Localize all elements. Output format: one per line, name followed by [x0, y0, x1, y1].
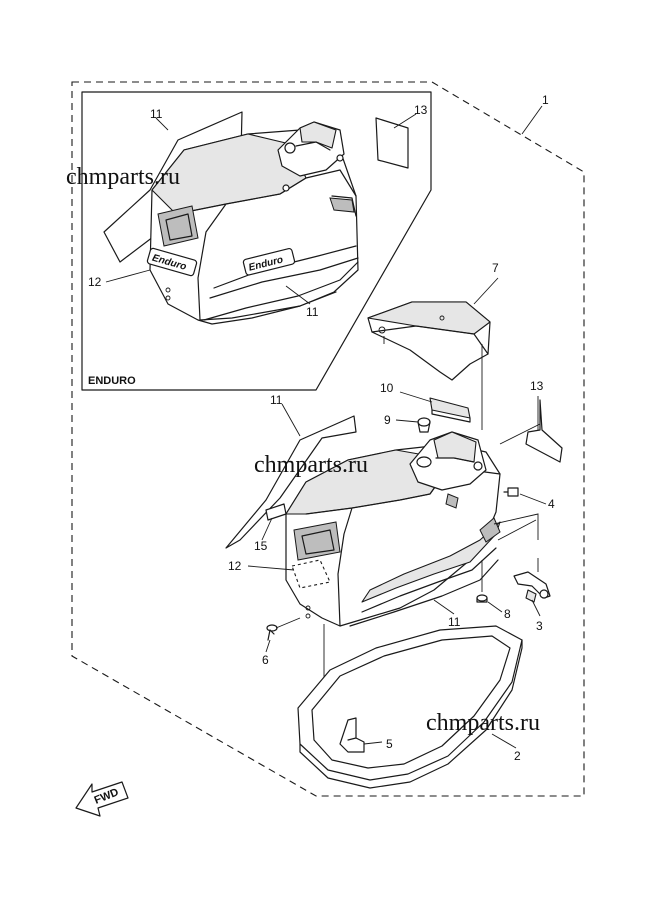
callout-11-main-upper: 11 — [270, 393, 283, 407]
inset-decal-13 — [375, 117, 409, 169]
watermark-middle: chmparts.ru — [254, 452, 368, 478]
leader-3 — [531, 599, 541, 617]
leader-15 — [261, 517, 273, 541]
leader-1 — [521, 105, 543, 135]
leader-10 — [399, 391, 433, 403]
callout-15: 15 — [254, 539, 268, 553]
main-cowl — [285, 431, 501, 627]
inset-cowl — [149, 121, 359, 325]
callout-5: 5 — [386, 737, 393, 751]
part-2-gasket — [297, 625, 523, 789]
leader-6 — [265, 639, 271, 653]
assembly-boundary — [71, 81, 585, 797]
part-10-seal — [429, 397, 471, 423]
callout-10: 10 — [380, 381, 394, 395]
leader-8 — [487, 601, 503, 613]
leader-5 — [363, 741, 383, 745]
inset-leader-11-bottom — [285, 285, 311, 305]
inset-leader-11-top — [155, 117, 169, 131]
leader-11-upper — [281, 403, 301, 437]
callout-7: 7 — [492, 261, 499, 275]
callout-13-main: 13 — [530, 379, 544, 393]
cowl-to-bracket-line — [499, 423, 541, 445]
part-9-grommet — [417, 417, 431, 433]
callout-2: 2 — [514, 749, 521, 763]
part-11-decal-upper — [225, 415, 357, 549]
part-8-nut — [476, 594, 488, 603]
callout-6: 6 — [262, 653, 269, 667]
bracket-guide-lines — [493, 513, 539, 572]
callout-12-inset: 12 — [88, 275, 102, 289]
part-7-hatch — [367, 301, 491, 381]
callout-3: 3 — [536, 619, 543, 633]
inset-leader-12 — [105, 269, 151, 283]
part-4-bolt — [503, 487, 519, 497]
callout-4: 4 — [548, 497, 555, 511]
callout-11-inset-bottom: 11 — [306, 305, 319, 319]
callout-13-inset: 13 — [414, 103, 428, 117]
leader-9 — [395, 419, 419, 423]
callout-1: 1 — [542, 93, 549, 107]
inset-enduro-label: ENDURO — [88, 375, 136, 387]
leader-7 — [473, 277, 499, 305]
inset-badge-side: Enduro — [242, 247, 296, 276]
part-13-decal — [525, 399, 563, 463]
watermark-top: chmparts.ru — [66, 164, 180, 190]
callout-8: 8 — [504, 607, 511, 621]
part-3-lever — [513, 571, 551, 603]
callout-11-main-lower: 11 — [448, 615, 461, 629]
leader-11-lower — [433, 599, 455, 615]
callout-12-main: 12 — [228, 559, 242, 573]
watermark-bottom: chmparts.ru — [426, 710, 540, 736]
leader-4 — [519, 493, 547, 505]
fwd-arrow-icon: FWD — [75, 781, 129, 817]
part-6-screw — [266, 617, 301, 641]
leader-2 — [491, 733, 517, 749]
callout-11-inset-top: 11 — [150, 107, 163, 121]
inset-leader-13 — [393, 113, 417, 129]
part-5-bracket — [339, 717, 365, 753]
callout-9: 9 — [384, 413, 391, 427]
enduro-inset-frame — [81, 91, 432, 391]
leader-12 — [247, 565, 295, 571]
